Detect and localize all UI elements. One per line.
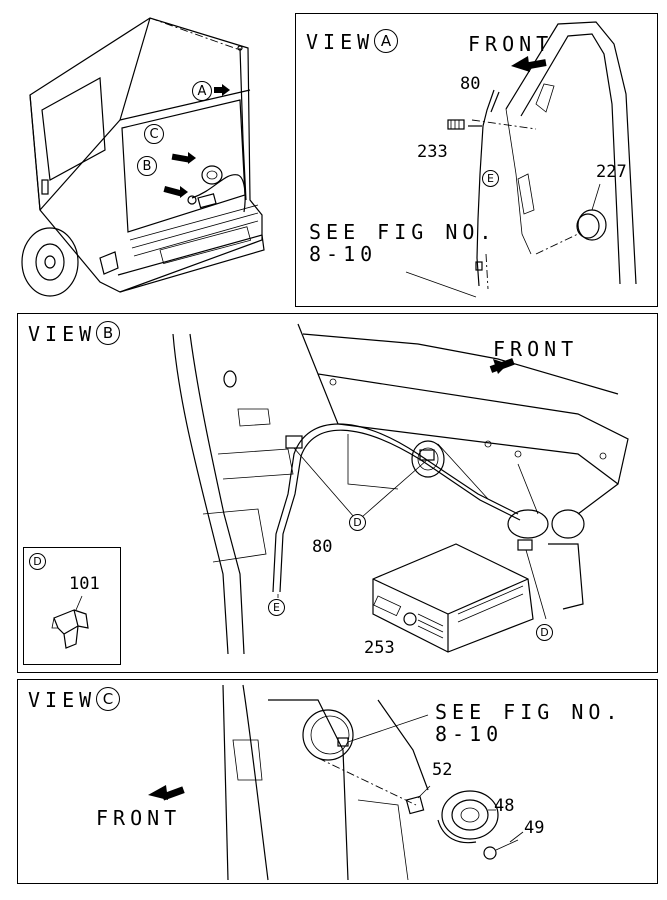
view-c-drawing [148,684,524,881]
truck-drawing [21,17,265,297]
view-a-title-marker: A [374,29,398,53]
view-a-marker-e: E [482,170,499,187]
truck-overview: A C B [0,0,290,310]
view-b-panel: VIEW B FRONT 80 253 D D E D 101 [17,313,658,673]
view-a-part-80: 80 [460,74,481,94]
view-c-part-52: 52 [432,760,453,780]
view-b-title: VIEW [28,322,97,346]
view-b-front-label: FRONT [493,337,579,361]
view-a-title: VIEW [306,30,375,54]
view-b-part-80: 80 [312,537,333,557]
view-c-part-48: 48 [494,796,515,816]
view-a-drawing [405,21,637,298]
view-a-see-fig-line2: 8-10 [309,242,378,266]
view-b-marker-e: E [268,599,285,616]
detail-d-part-101: 101 [69,574,100,594]
detail-d-box: D 101 [23,547,121,665]
view-b-marker-d-right: D [536,624,553,641]
view-c-part-49: 49 [524,818,545,838]
view-c-see-fig-line2: 8-10 [435,722,504,746]
view-c-see-fig-line1: SEE FIG NO. [435,700,623,724]
view-a-panel: VIEW A FRONT 80 233 227 E SEE FIG NO. 8-… [295,13,658,307]
view-b-drawing [172,323,629,655]
callout-c: C [144,124,164,144]
view-a-part-227: 227 [596,162,627,182]
view-c-front-label: FRONT [96,806,182,830]
view-a-front-label: FRONT [468,32,554,56]
view-a-see-fig-line1: SEE FIG NO. [309,220,497,244]
callout-a: A [192,81,212,101]
view-b-marker-d-center: D [349,514,366,531]
view-a-part-233: 233 [417,142,448,162]
view-c-title: VIEW [28,688,97,712]
callout-b: B [137,156,157,176]
view-b-part-253: 253 [364,638,395,658]
detail-d-marker: D [29,553,46,570]
view-b-title-marker: B [96,321,120,345]
view-c-title-marker: C [96,687,120,711]
view-c-panel: VIEW C FRONT SEE FIG NO. 8-10 52 48 49 [17,679,658,884]
clip-101-drawing [51,595,89,649]
